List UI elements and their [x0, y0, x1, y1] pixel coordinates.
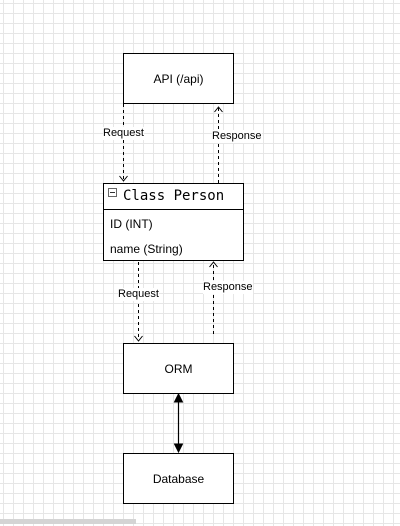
- class-person-title: Class Person: [123, 188, 225, 204]
- node-orm-label: ORM: [164, 361, 193, 376]
- node-database-label: Database: [152, 471, 205, 486]
- class-person-header[interactable]: Class Person: [104, 184, 243, 210]
- edge-label-response-top[interactable]: Response: [212, 130, 262, 143]
- edge-label-request-bottom[interactable]: Request: [118, 288, 159, 301]
- edge-label-response-bottom[interactable]: Response: [203, 281, 253, 294]
- node-api[interactable]: API (/api): [123, 53, 234, 104]
- node-api-label: API (/api): [153, 71, 204, 86]
- class-person[interactable]: Class Person ID (INT) name (String): [103, 183, 244, 261]
- class-attribute-id[interactable]: ID (INT): [110, 217, 153, 231]
- node-orm[interactable]: ORM: [123, 343, 234, 394]
- minus-square-icon[interactable]: [108, 188, 117, 197]
- horizontal-scrollbar[interactable]: [0, 519, 136, 524]
- edge-label-request-top[interactable]: Request: [103, 127, 144, 140]
- node-database[interactable]: Database: [123, 453, 234, 504]
- class-attribute-name[interactable]: name (String): [110, 242, 183, 256]
